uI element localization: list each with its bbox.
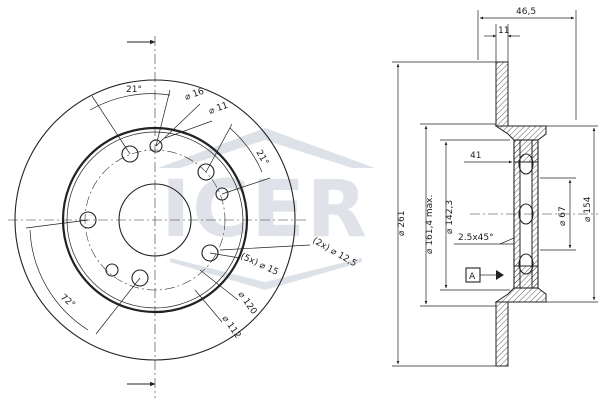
- brand-watermark-text: ICER: [161, 165, 369, 255]
- bolt-hole: [197, 163, 215, 181]
- disc-outer-edge: [14, 79, 296, 361]
- label-angle-72: 72°: [58, 293, 77, 311]
- locating-hole: [149, 139, 163, 153]
- side-section-view: 46,5 11 ⌀ 261 ⌀ 161,4 max. ⌀ 142,3 41 2.…: [392, 7, 598, 367]
- label-datum-a: A: [469, 272, 476, 282]
- label-dia-67: ⌀ 67: [558, 206, 568, 226]
- label-dia-16: ⌀ 16: [184, 87, 206, 103]
- bolt-hole: [131, 269, 149, 287]
- bolt-holes: [79, 145, 219, 287]
- center-bore: [118, 183, 192, 257]
- label-width-46-5: 46,5: [516, 7, 536, 17]
- label-bolt-15: (5x) ⌀ 15: [239, 252, 280, 278]
- locating-hole: [105, 263, 119, 277]
- label-dia-161-4: ⌀ 161,4 max.: [425, 195, 435, 254]
- label-dia-112: ⌀ 112: [220, 314, 243, 341]
- label-dia-261: ⌀ 261: [397, 211, 407, 236]
- label-dia-120: ⌀ 120: [236, 290, 259, 317]
- friction-ring-section: [495, 61, 509, 127]
- label-dia-142-3: ⌀ 142,3: [445, 200, 455, 234]
- label-thickness-11: 11: [498, 26, 509, 36]
- hat-outer-edge: [61, 126, 249, 314]
- bolt-hole: [121, 145, 139, 163]
- bolt-hole: [201, 244, 219, 262]
- bolt-hole: [79, 211, 97, 229]
- locating-hole: [215, 187, 229, 201]
- label-angle-21-top: 21°: [126, 85, 142, 95]
- label-dia-154: ⌀ 154: [583, 196, 593, 222]
- label-chamfer: 2.5x45°: [458, 233, 494, 243]
- label-dia-11: ⌀ 11: [208, 101, 230, 117]
- label-depth-41: 41: [470, 151, 481, 161]
